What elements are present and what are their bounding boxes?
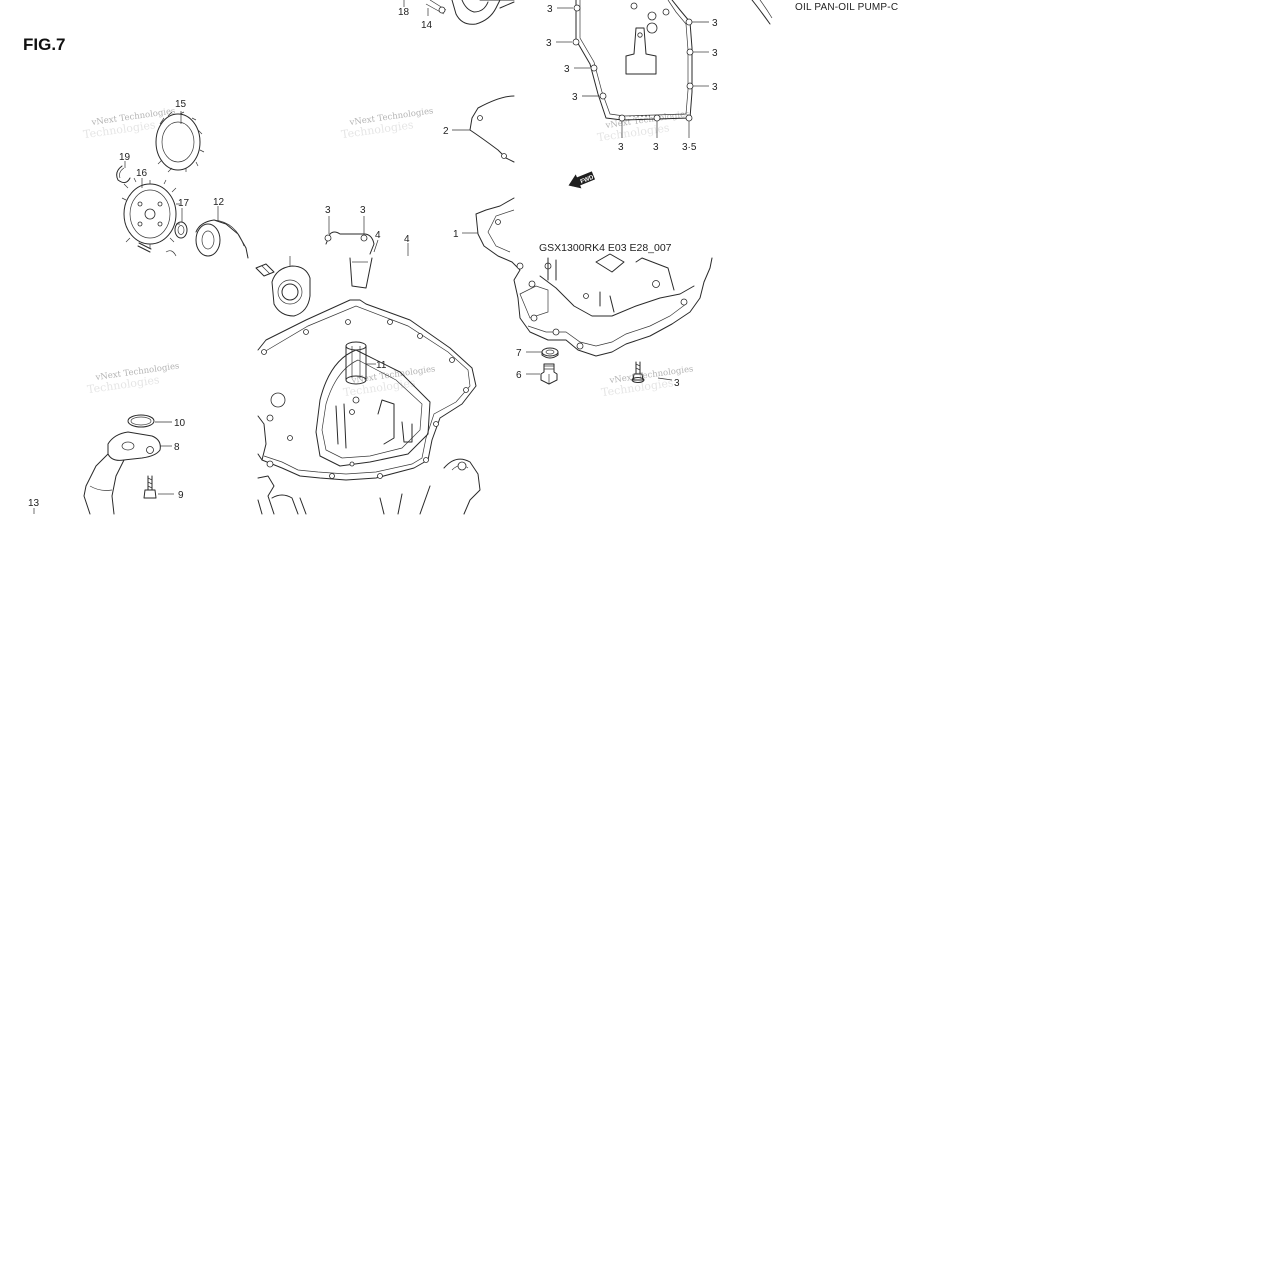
edge-part-right bbox=[751, 0, 771, 25]
drain-plug bbox=[540, 363, 558, 385]
pan-bolt bbox=[631, 361, 645, 383]
forward-arrow-icon: FWD bbox=[568, 171, 596, 189]
oil-pump-body bbox=[195, 219, 249, 259]
callout-10: 10 bbox=[174, 418, 186, 429]
o-ring bbox=[127, 414, 155, 428]
callout-4: 4 bbox=[375, 230, 381, 241]
oil-pan-gasket bbox=[572, 0, 694, 122]
callout-3: 3 bbox=[674, 378, 680, 389]
callout-3: 3 bbox=[653, 142, 659, 153]
callout-12: 12 bbox=[213, 197, 225, 208]
callout-16: 16 bbox=[136, 168, 148, 179]
callout-3: 3 bbox=[572, 92, 578, 103]
figure-label: FIG.7 bbox=[23, 35, 66, 54]
callout-3: 3 bbox=[360, 205, 366, 216]
callout-13: 13 bbox=[28, 498, 40, 509]
oil-pump-shaft bbox=[425, 0, 515, 25]
callout-2: 2 bbox=[443, 126, 449, 137]
watermark: Technologies vNext Technologies bbox=[600, 364, 694, 399]
callout-6: 6 bbox=[516, 370, 522, 381]
callout-3: 3 bbox=[325, 205, 331, 216]
callout-14: 14 bbox=[421, 20, 433, 31]
callout-3: 3 bbox=[712, 82, 718, 93]
forward-arrow-label: FWD bbox=[580, 174, 596, 185]
callout-11: 11 bbox=[376, 360, 387, 371]
oil-pump-drive-gear bbox=[121, 177, 180, 248]
watermark: Technologies vNext Technologies bbox=[82, 106, 176, 141]
callout-8: 8 bbox=[174, 442, 180, 453]
oil-pump-driven-gear bbox=[155, 111, 205, 173]
strainer-bolt bbox=[143, 475, 157, 499]
washer-17 bbox=[174, 221, 188, 239]
callout-17: 17 bbox=[178, 198, 190, 209]
watermark: Technologies vNext Technologies bbox=[86, 361, 180, 396]
gasket-edge bbox=[469, 95, 515, 163]
callout-1: 1 bbox=[453, 229, 459, 240]
figure-title: OIL PAN-OIL PUMP-C bbox=[795, 2, 898, 13]
watermark: Technologies vNext Technologies bbox=[340, 106, 434, 141]
callout-3: 3 bbox=[564, 64, 570, 75]
drawing-code: GSX1300RK4 E03 E28_007 bbox=[539, 242, 672, 254]
callout-3: 3 bbox=[546, 38, 552, 49]
callout-19: 19 bbox=[119, 152, 131, 163]
oil-pan bbox=[257, 299, 477, 481]
callout-3: 3 bbox=[712, 48, 718, 59]
callout-18: 18 bbox=[398, 7, 410, 18]
callout-3: 3 bbox=[618, 142, 624, 153]
oil-pan-lower bbox=[257, 415, 481, 515]
oil-strainer bbox=[83, 431, 161, 515]
snap-ring bbox=[116, 165, 131, 184]
callout-3: 3 bbox=[547, 4, 553, 15]
watermark: Technologies vNext Technologies bbox=[342, 364, 436, 399]
callout-7: 7 bbox=[516, 348, 522, 359]
callout-4: 4 bbox=[404, 234, 410, 245]
small-connector bbox=[255, 263, 275, 277]
callout-9: 9 bbox=[178, 490, 184, 501]
oil-pipe-clip bbox=[324, 231, 375, 289]
callout-15: 15 bbox=[175, 99, 187, 110]
dowel-pin bbox=[137, 242, 152, 253]
callout-3-5: 3·5 bbox=[682, 142, 697, 153]
callout-3: 3 bbox=[712, 18, 718, 29]
drain-washer bbox=[541, 347, 559, 359]
oil-pan-housing bbox=[475, 197, 713, 357]
oil-seal-plate bbox=[271, 265, 311, 317]
